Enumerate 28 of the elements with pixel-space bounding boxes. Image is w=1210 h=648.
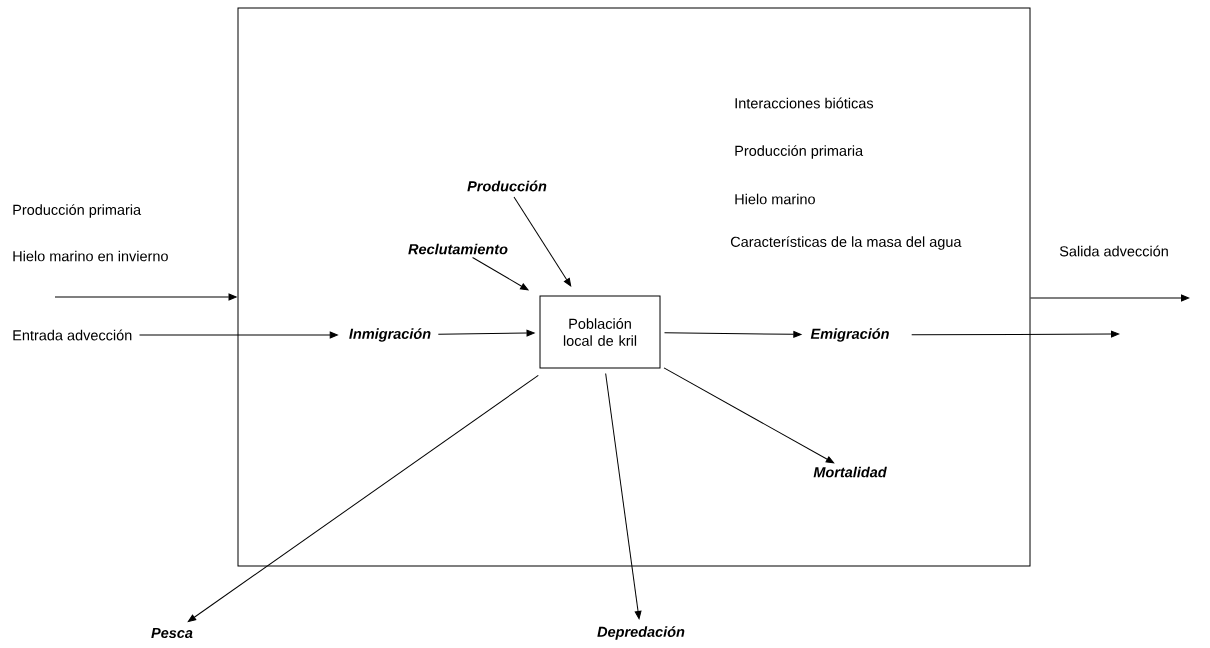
process-label: Mortalidad — [813, 466, 887, 478]
arrow — [664, 330, 802, 338]
arrow — [187, 374, 539, 622]
process-label: Inmigración — [349, 328, 431, 342]
factor-label: Hielo marino en invierno — [13, 250, 168, 262]
arrow — [54, 293, 237, 301]
arrow — [663, 367, 835, 464]
process-label: Producción — [467, 180, 547, 192]
process-label: Depredación — [597, 626, 685, 640]
factor-label: Hielo marino — [735, 193, 815, 205]
process-label: Reclutamiento — [408, 243, 508, 255]
arrow — [437, 329, 535, 337]
frame-box — [237, 7, 1031, 567]
input-label: Entrada advección — [13, 329, 132, 341]
arrow — [513, 196, 572, 287]
factor-label: Salida advección — [1059, 245, 1168, 257]
arrow — [472, 257, 529, 291]
process-label: Pesca — [151, 627, 193, 639]
process-label: Emigración — [810, 328, 889, 342]
factor-label: Interacciones bióticas — [735, 97, 874, 109]
factor-label: Características de la masa del agua — [730, 236, 962, 250]
arrow — [139, 331, 338, 339]
process-box: Población local de kril — [539, 295, 661, 369]
arrow — [1030, 294, 1190, 302]
arrow — [605, 372, 642, 620]
factor-label: Producción primaria — [735, 145, 864, 159]
factor-label: Producción primaria — [13, 204, 142, 218]
arrow — [911, 330, 1120, 338]
